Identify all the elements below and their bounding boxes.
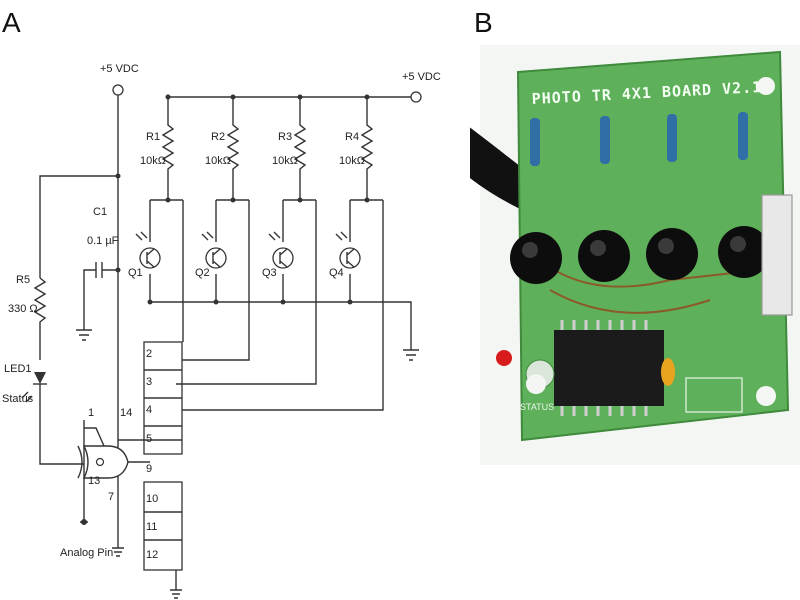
trace bbox=[549, 289, 711, 314]
svg-text:LED1: LED1 bbox=[4, 363, 32, 375]
svg-text:2: 2 bbox=[146, 348, 152, 360]
svg-text:10kΩ: 10kΩ bbox=[339, 155, 365, 167]
ic-pin-labels: 1 14 13 7 2 3 4 5 9 10 11 12 bbox=[88, 348, 158, 561]
analog-pin-label: Analog Pin bbox=[60, 547, 113, 559]
capacitor-c1: C1 0.1 µF bbox=[76, 206, 119, 341]
svg-text:10kΩ: 10kΩ bbox=[205, 155, 231, 167]
svg-text:11: 11 bbox=[146, 521, 157, 533]
svg-text:R5: R5 bbox=[16, 274, 30, 286]
supply-left-label: +5 VDC bbox=[100, 63, 139, 75]
svg-text:Q3: Q3 bbox=[262, 267, 277, 279]
svg-text:7: 7 bbox=[108, 491, 114, 503]
svg-text:4: 4 bbox=[146, 404, 152, 416]
panel-b-label: B bbox=[474, 7, 493, 38]
board-phototransistors bbox=[510, 226, 770, 284]
svg-text:R2: R2 bbox=[211, 131, 225, 143]
mount-hole bbox=[526, 374, 546, 394]
supply-right-label: +5 VDC bbox=[402, 71, 441, 83]
silkscreen-box bbox=[685, 377, 743, 413]
phototransistor-q2: Q2 bbox=[195, 200, 227, 302]
mount-hole bbox=[757, 77, 775, 95]
signal-wire-q3 bbox=[176, 200, 317, 385]
svg-text:330 Ω: 330 Ω bbox=[8, 303, 38, 315]
svg-text:1: 1 bbox=[88, 407, 94, 419]
panel-a-label: A bbox=[2, 7, 21, 38]
board-capacitor bbox=[661, 358, 675, 386]
resistor-r5: R5 330 Ω bbox=[8, 274, 47, 360]
status-led bbox=[496, 350, 512, 366]
supply-right-terminal bbox=[410, 91, 422, 103]
supply-left-terminal bbox=[112, 84, 124, 96]
mount-hole bbox=[756, 386, 776, 406]
svg-text:5: 5 bbox=[146, 433, 152, 445]
resistor-r3: R3 10kΩ bbox=[272, 97, 307, 200]
r5-feed-wire bbox=[39, 175, 118, 278]
svg-text:13: 13 bbox=[88, 475, 100, 487]
board-resistors bbox=[530, 112, 748, 166]
schematic-diagram: A +5 VDC +5 VDC R1 10kΩ R2 10kΩ R3 10kΩ … bbox=[2, 7, 441, 599]
side-connector bbox=[761, 194, 793, 316]
phototransistor-q4: Q4 bbox=[329, 200, 361, 302]
phototransistor-q1: Q1 bbox=[128, 200, 161, 302]
svg-text:10kΩ: 10kΩ bbox=[140, 155, 166, 167]
logic-gate bbox=[77, 420, 150, 525]
svg-text:R3: R3 bbox=[278, 131, 292, 143]
led-output-wire bbox=[39, 384, 84, 465]
resistor-r2: R2 10kΩ bbox=[205, 97, 240, 200]
svg-text:Status: Status bbox=[2, 393, 34, 405]
board-ic-chip bbox=[554, 320, 664, 416]
svg-text:Q1: Q1 bbox=[128, 267, 143, 279]
ground-symbol-right bbox=[403, 349, 419, 361]
svg-text:R1: R1 bbox=[146, 131, 160, 143]
board-photo: B PHOTO TR 4X1 BOARD V2.1 STATUS bbox=[470, 7, 800, 465]
svg-text:10: 10 bbox=[146, 493, 158, 505]
svg-text:0.1 µF: 0.1 µF bbox=[87, 235, 119, 247]
signal-wire-q4 bbox=[182, 200, 384, 411]
svg-text:12: 12 bbox=[146, 549, 158, 561]
ground-bus bbox=[150, 301, 412, 350]
svg-text:Q4: Q4 bbox=[329, 267, 344, 279]
resistor-r4: R4 10kΩ bbox=[339, 97, 374, 200]
signal-wire-q2 bbox=[182, 200, 250, 361]
status-label: STATUS bbox=[520, 402, 554, 412]
svg-text:14: 14 bbox=[120, 407, 132, 419]
svg-text:10kΩ: 10kΩ bbox=[272, 155, 298, 167]
svg-text:9: 9 bbox=[146, 463, 152, 475]
svg-text:R4: R4 bbox=[345, 131, 359, 143]
svg-text:3: 3 bbox=[146, 376, 152, 388]
phototransistor-q3: Q3 bbox=[262, 200, 294, 302]
svg-text:Q2: Q2 bbox=[195, 267, 210, 279]
ground-symbol-gate bbox=[112, 547, 124, 557]
resistor-r1: R1 10kΩ bbox=[140, 97, 175, 200]
svg-text:C1: C1 bbox=[93, 206, 107, 218]
connector-block bbox=[143, 341, 183, 599]
